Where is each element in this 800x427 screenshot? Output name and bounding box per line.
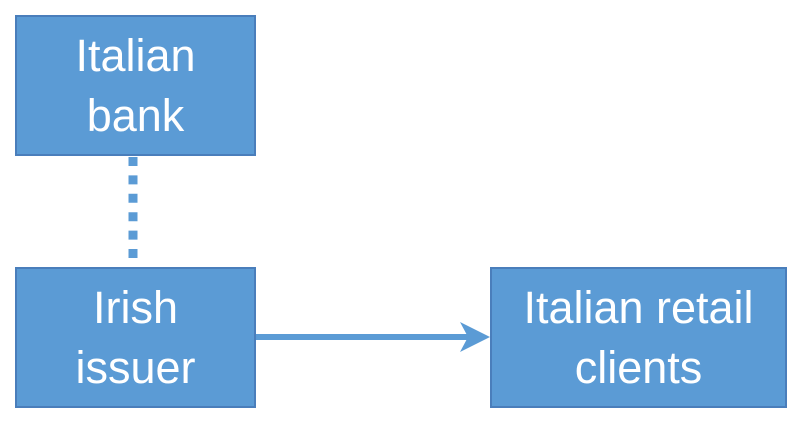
node-italian-bank: Italian bank: [15, 15, 256, 156]
node-italian-retail-clients: Italian retail clients: [490, 267, 787, 408]
node-label-line: issuer: [75, 341, 196, 393]
arrowhead-icon: [460, 322, 490, 352]
node-label-line: Italian retail: [523, 281, 754, 333]
node-irish-issuer: Irish issuer: [15, 267, 256, 408]
node-label-line: Italian: [75, 29, 196, 81]
node-label-line: bank: [86, 89, 185, 141]
node-label-line: clients: [574, 341, 703, 393]
node-label-line: Irish: [92, 281, 178, 333]
